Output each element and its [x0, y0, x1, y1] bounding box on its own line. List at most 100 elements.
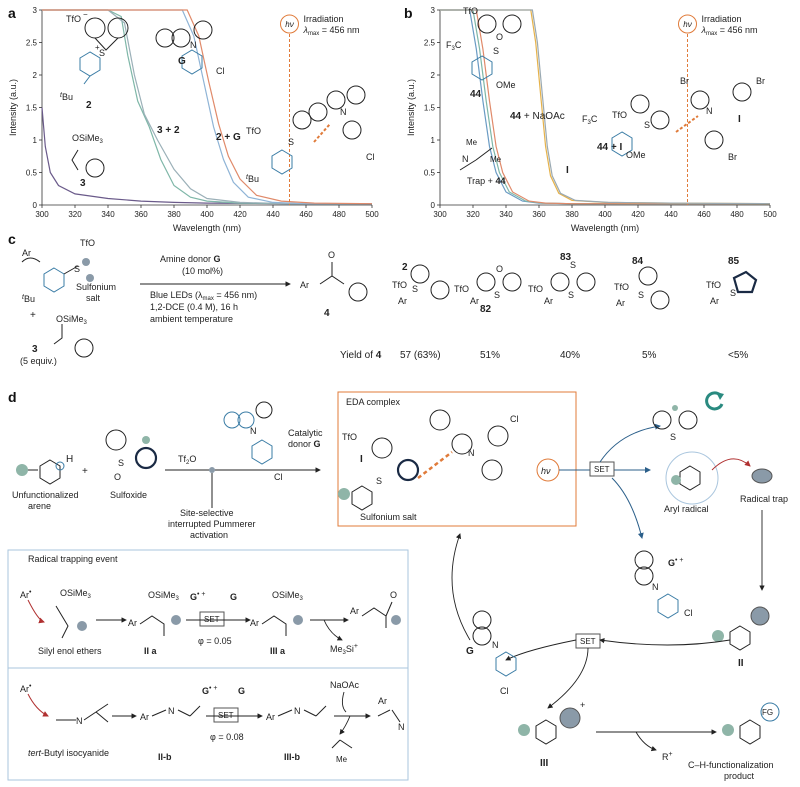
equiv-label: (5 equiv.) [20, 356, 57, 366]
x-tick-label: 460 [299, 210, 313, 219]
hv-circle [280, 14, 299, 34]
ar-radical-2: Ar• [20, 683, 32, 694]
tfo-label-c: TfO [80, 238, 95, 248]
y-tick-label: 0.5 [26, 169, 38, 178]
unfunc-label-1: Unfunctionalized [12, 490, 79, 500]
x-tick-label: 420 [631, 210, 645, 219]
tfo-compound-83: TfO [528, 284, 543, 294]
n-g-cation: N [652, 582, 659, 592]
y-tick-label: 1.5 [424, 104, 436, 113]
o-ketone: O [390, 590, 397, 600]
x-tick-label: 420 [233, 210, 247, 219]
yield-83: 40% [560, 350, 580, 361]
yield-84: 5% [642, 350, 657, 361]
n-label-g: N [190, 40, 197, 50]
y-axis-label: Intensity (a.u.) [406, 79, 416, 136]
n-label-eda-b: N [706, 106, 713, 116]
s83-compound-83: S [570, 260, 576, 270]
recycled-thioxanthene [652, 405, 698, 430]
ar-iia: Ar [128, 618, 137, 628]
cl-label-eda-a: Cl [366, 152, 375, 162]
naoac-label: NaOAc [330, 680, 360, 690]
isobutene [331, 739, 353, 749]
g-row2: G [238, 686, 245, 696]
intermediate-IIIa [261, 615, 303, 636]
s-label-c: S [74, 264, 80, 274]
sulfonium-salt-label: Sulfonium salt [360, 512, 417, 522]
tfo-compound-84: TfO [614, 282, 629, 292]
s-sulfoxide: S [118, 458, 124, 468]
n-iiib: N [294, 706, 301, 716]
molecule-3 [71, 149, 105, 178]
osime3-iiia: OSiMe3 [272, 590, 304, 602]
sulfonium-label-1: Sulfonium [76, 282, 116, 292]
iii-label: III [540, 758, 549, 769]
lambda-text: λmax = 456 nm [303, 25, 360, 37]
site-label-1: Site-selective [180, 508, 234, 518]
y-tick-label: 3 [33, 6, 38, 15]
n-label-trap: N [462, 154, 469, 164]
panel-d-label: d [8, 389, 17, 405]
irradiation-text: Irradiation [304, 14, 344, 24]
o-compound-82: O [496, 264, 503, 274]
radical-trap-label: Radical trap [740, 494, 788, 504]
cond-2: (10 mol%) [182, 266, 223, 276]
s-eda-d: S [376, 476, 382, 486]
tfo-compound-2: TfO [392, 280, 407, 290]
s-label-eda-a: S [288, 137, 294, 147]
series-line-Trap-44 [440, 9, 770, 205]
panel-c: c TfO S Ar Sulfonium salt tBu + OSiMe3 3… [8, 231, 758, 366]
x-tick-label: 480 [730, 210, 744, 219]
iiia-label: III a [270, 646, 286, 656]
intermediate-IIa [139, 615, 181, 636]
intermediate-II [712, 606, 770, 651]
site-label-2: interrupted Pummerer [168, 519, 256, 529]
series-line-I [440, 9, 771, 205]
aryl-radical-label: Aryl radical [664, 504, 709, 514]
me-label-trap1: Me [466, 138, 478, 147]
n-isocyanide: N [76, 716, 83, 726]
tfo-label-2: TfO [66, 14, 81, 24]
tbutyl-label: tert-Butyl isocyanide [28, 748, 109, 758]
g-neutral [472, 610, 517, 677]
sulfoxide-label: Sulfoxide [110, 490, 147, 500]
cl-label-g: Cl [216, 66, 225, 76]
s-recycled: S [670, 432, 676, 442]
s-compound-2: S [412, 284, 418, 294]
br-label-1: Br [680, 76, 689, 86]
ar-compound-83: Ar [544, 296, 553, 306]
compound-82-c [476, 272, 522, 292]
tfo-label-eda-a: TfO [246, 126, 261, 136]
g-row1: G [230, 592, 237, 602]
panel-d: d H Unfunctionalized arene + S O Sulfoxi… [7, 389, 788, 781]
y-tick-label: 2.5 [26, 39, 38, 48]
catalytic-label-2: donor G [288, 439, 321, 449]
y-tick-label: 0 [431, 201, 436, 210]
x-tick-label: 300 [433, 210, 447, 219]
s-compound-83: S [568, 290, 574, 300]
n-g-neutral: N [492, 640, 499, 650]
catalytic-label-1: Catalytic [288, 428, 323, 438]
ii-label: II [738, 658, 744, 669]
n-iib: N [168, 706, 175, 716]
g-radical-cation [634, 550, 679, 619]
phi1-label: φ = 0.05 [198, 636, 232, 646]
x-tick-label: 400 [598, 210, 612, 219]
molecule-G [155, 20, 213, 75]
intermediate-IIb [151, 705, 201, 717]
tfo-label-44: TfO [463, 6, 478, 16]
ar-compound-82: Ar [470, 296, 479, 306]
series-2-label: 2 [86, 100, 92, 111]
y-tick-label: 0.5 [424, 169, 436, 178]
compound-2-c [410, 264, 450, 300]
n-label-eda-a: N [340, 107, 347, 117]
x-tick-label: 340 [499, 210, 513, 219]
set-label-2: SET [580, 637, 596, 646]
cl-g-cation: Cl [684, 608, 693, 618]
ome-label-eda-b: OMe [626, 150, 646, 160]
hv-circle [678, 14, 697, 34]
eda-complex-d [338, 409, 509, 511]
y-tick-label: 2 [431, 71, 436, 80]
